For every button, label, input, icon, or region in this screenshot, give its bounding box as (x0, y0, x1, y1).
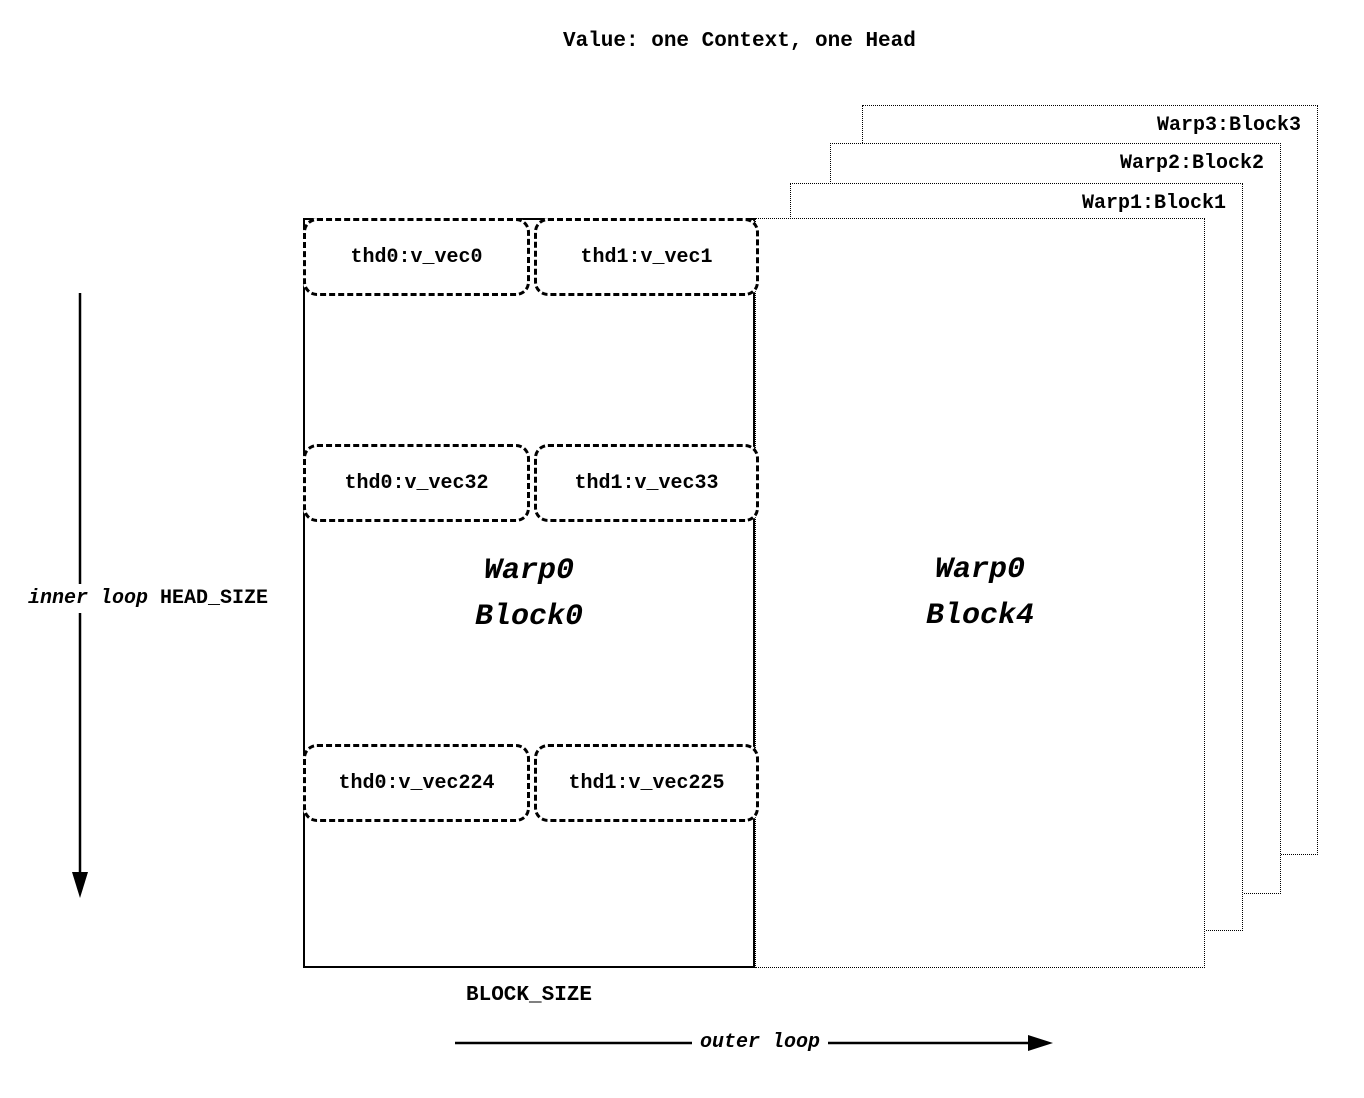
block-warp3-label: Warp3:Block3 (1156, 114, 1301, 137)
inner-loop-label: inner loop (28, 587, 149, 610)
thread-box-v-vec32: thd0:v_vec32 (303, 444, 530, 522)
inner-loop-head-size-label: inner loop HEAD_SIZE (24, 584, 273, 613)
thread-box-v-vec33: thd1:v_vec33 (534, 444, 759, 522)
block-warp0-block4-title-line2: Block4 (925, 599, 1035, 633)
thread-box-v-vec225: thd1:v_vec225 (534, 744, 759, 822)
block-warp0-block4-title-line1: Warp0 (934, 553, 1025, 587)
block-warp0-block0-title-line1: Warp0 (483, 554, 574, 588)
block-warp1-label: Warp1:Block1 (1081, 192, 1226, 215)
thread-box-v-vec1: thd1:v_vec1 (534, 218, 759, 296)
block-warp0-block0-title-line2: Block0 (474, 600, 584, 634)
block-warp0-block4-title: Warp0 Block4 (756, 547, 1204, 639)
block-size-label: BLOCK_SIZE (465, 984, 593, 1007)
diagram-title: Value: one Context, one Head (563, 30, 916, 53)
thread-box-v-vec224: thd0:v_vec224 (303, 744, 530, 822)
block-warp0-block0: thd0:v_vec0 thd1:v_vec1 thd0:v_vec32 thd… (303, 218, 759, 968)
thread-box-v-vec0: thd0:v_vec0 (303, 218, 530, 296)
head-size-label: HEAD_SIZE (160, 587, 269, 610)
block-warp0-block0-title: Warp0 Block0 (305, 548, 753, 640)
outer-loop-label: outer loop (692, 1031, 829, 1054)
block-warp2-label: Warp2:Block2 (1119, 152, 1264, 175)
block-warp0-block4: Warp0 Block4 (755, 218, 1205, 968)
